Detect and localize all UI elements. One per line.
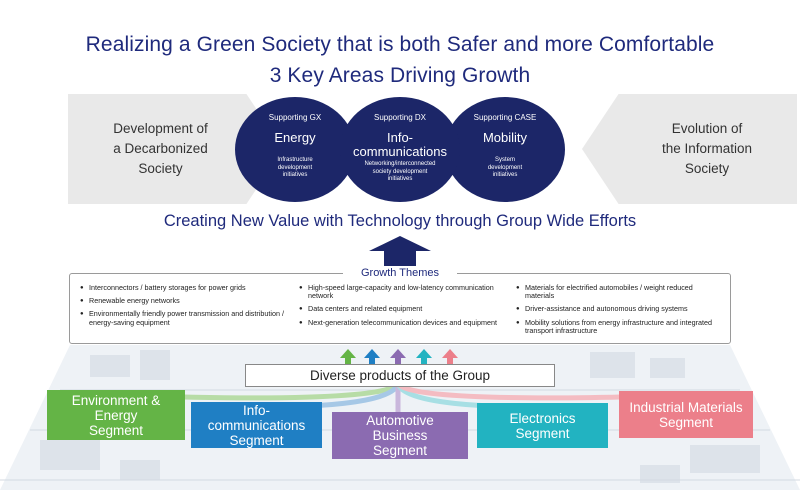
main-title: Realizing a Green Society that is both S…	[85, 33, 715, 56]
themes-column-mobility: Materials for electrified automobiles / …	[516, 283, 721, 340]
sub-title: 3 Key Areas Driving Growth	[269, 64, 531, 87]
themes-column-infocom: High-speed large-capacity and low-latenc…	[299, 283, 504, 332]
theme-item: Driver-assistance and autonomous driving…	[516, 305, 721, 314]
area-circle-mobility: Supporting CASE Mobility System developm…	[445, 97, 565, 202]
theme-item: Renewable energy networks	[80, 296, 285, 305]
area-support-label: Supporting GX	[268, 113, 322, 122]
area-circle-infocommunications: Supporting DX Info- communications Netwo…	[340, 97, 460, 202]
area-name: Mobility	[482, 130, 528, 145]
segment-automotive-business: Automotive Business Segment	[332, 412, 468, 459]
area-name: Info- communications	[353, 130, 447, 159]
segment-infocommunications: Info- communications Segment	[191, 402, 322, 448]
new-value-heading: Creating New Value with Technology throu…	[163, 212, 637, 230]
theme-item: Data centers and related equipment	[299, 305, 504, 314]
area-support-label: Supporting DX	[373, 113, 427, 122]
area-circle-energy: Supporting GX Energy Infrastructure deve…	[235, 97, 355, 202]
up-arrow-icon	[369, 236, 431, 266]
themes-column-energy: Interconnectors / battery storages for p…	[80, 283, 285, 332]
segment-electronics: Electronics Segment	[477, 403, 608, 448]
theme-item: Interconnectors / battery storages for p…	[80, 283, 285, 292]
side-arrow-information: Evolution of the Information Society	[582, 94, 797, 204]
up-arrow-icon	[442, 349, 458, 365]
theme-item: Environmentally friendly power transmiss…	[80, 310, 285, 327]
area-support-label: Supporting CASE	[473, 113, 537, 122]
up-arrow-icon	[364, 349, 380, 365]
theme-item: High-speed large-capacity and low-latenc…	[299, 283, 504, 300]
up-arrow-icon	[390, 349, 406, 365]
area-description: System development initiatives	[487, 157, 523, 178]
diverse-products-label: Diverse products of the Group	[245, 364, 555, 387]
up-arrow-icon	[416, 349, 432, 365]
theme-item: Next-generation telecommunication device…	[299, 318, 504, 327]
area-description: Infrastructure development initiatives	[277, 157, 313, 178]
area-description: Networking/interconnected society develo…	[364, 161, 436, 182]
theme-item: Materials for electrified automobiles / …	[516, 283, 721, 300]
growth-themes-box: Interconnectors / battery storages for p…	[69, 273, 731, 344]
segment-environment-energy: Environment & Energy Segment	[47, 390, 185, 440]
segment-industrial-materials: Industrial Materials Segment	[619, 391, 753, 438]
theme-item: Mobility solutions from energy infrastru…	[516, 318, 721, 335]
up-arrow-icon	[340, 349, 356, 365]
area-name: Energy	[274, 130, 316, 145]
growth-themes-title: Growth Themes	[343, 266, 457, 281]
